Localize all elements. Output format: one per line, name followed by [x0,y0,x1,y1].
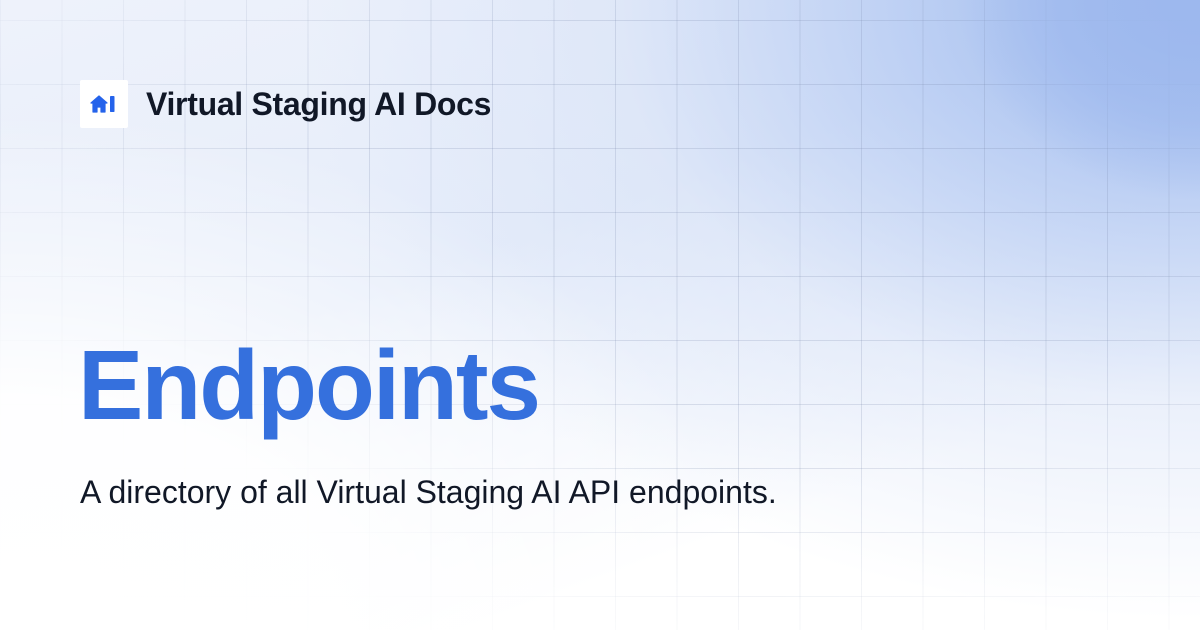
logo [80,80,128,128]
site-title: Virtual Staging AI Docs [146,85,492,122]
house-ai-logo-icon [90,95,115,113]
page-description: A directory of all Virtual Staging AI AP… [80,474,777,510]
header: Virtual Staging AI Docs [80,80,491,128]
page-title: Endpoints [78,330,541,440]
